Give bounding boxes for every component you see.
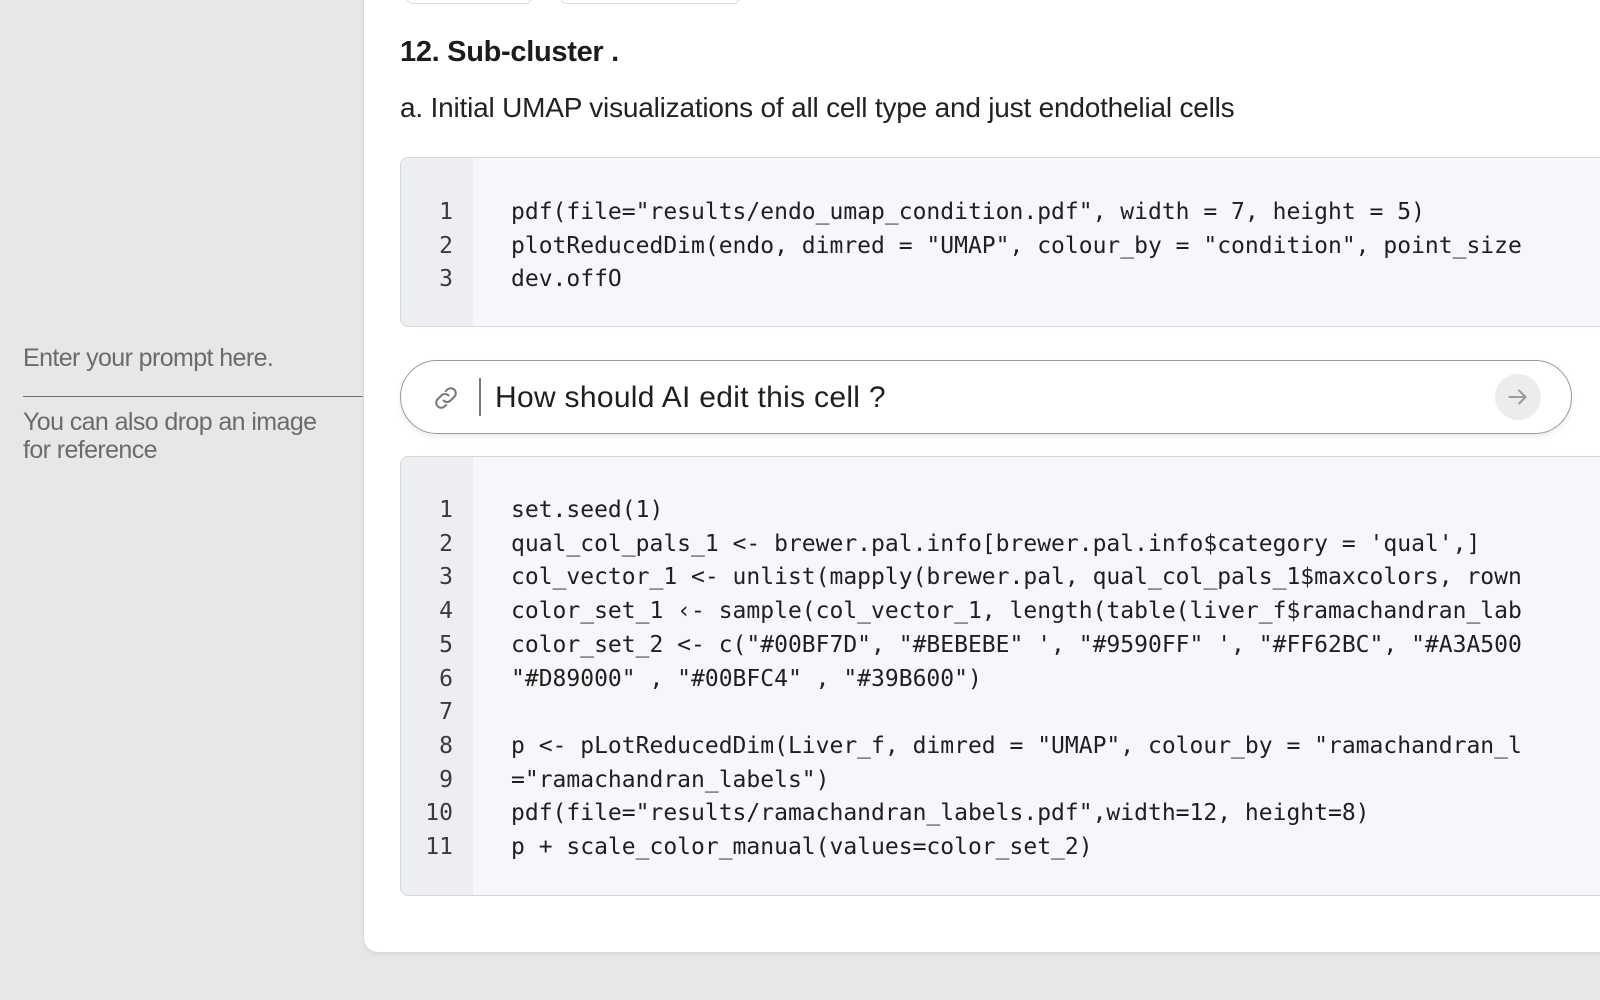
code-text[interactable]: pdf(file="results/ramachandran_labels.pd… <box>511 800 1370 827</box>
line-number: 9 <box>439 766 453 793</box>
code-text[interactable]: "#D89000" , "#00BFC4" , "#39B600") <box>511 665 982 692</box>
line-number-gutter <box>401 158 473 326</box>
line-number: 7 <box>439 699 453 726</box>
code-text[interactable]: ="ramachandran_labels") <box>511 766 830 793</box>
code-text[interactable]: qual_col_pals_1 <- brewer.pal.info[brewe… <box>511 530 1481 557</box>
ai-prompt-bar[interactable] <box>400 360 1572 434</box>
line-number: 10 <box>425 800 453 827</box>
section-heading: 12. Sub-cluster . <box>400 36 619 68</box>
line-number: 5 <box>439 631 453 658</box>
code-cell-1[interactable]: 1 pdf(file="results/endo_umap_condition.p… <box>400 157 1600 327</box>
line-number: 2 <box>439 232 453 259</box>
line-number: 4 <box>439 598 453 625</box>
code-text[interactable]: set.seed(1) <box>511 497 664 523</box>
annotation-hint: You can also drop an image for reference <box>23 408 317 464</box>
annotation-title: Enter your prompt here. <box>23 344 274 372</box>
code-text[interactable]: p <- pLotReducedDim(Liver_f, dimred = "U… <box>511 732 1522 759</box>
code-text[interactable]: dev.offO <box>511 266 622 293</box>
toolbar-pill-2[interactable] <box>560 0 740 4</box>
input-divider <box>479 378 481 416</box>
code-text[interactable]: col_vector_1 <- unlist(mapply(brewer.pal… <box>511 564 1522 591</box>
line-number: 1 <box>439 199 453 225</box>
arrow-right-icon <box>1508 389 1527 405</box>
link-icon[interactable] <box>431 383 461 413</box>
code-text[interactable]: color_set_1 ‹- sample(col_vector_1, leng… <box>511 598 1522 625</box>
code-cell-2[interactable]: 1 set.seed(1) 2 qual_col_pals_1 <- brewer.p… <box>400 456 1600 896</box>
line-number: 3 <box>439 266 453 293</box>
code-text[interactable]: plotReducedDim(endo, dimred = "UMAP", co… <box>511 232 1522 259</box>
code-text[interactable]: pdf(file="results/endo_umap_condition.pd… <box>511 199 1425 225</box>
line-number: 3 <box>439 564 453 591</box>
notebook-panel: 12. Sub-cluster . a. Initial UMAP visual… <box>364 0 1600 952</box>
prompt-input[interactable] <box>493 375 1477 421</box>
line-number: 1 <box>439 497 453 523</box>
code-text[interactable]: color_set_2 <- c("#00BF7D", "#BEBEBE" ',… <box>511 631 1522 658</box>
line-number-gutter <box>401 457 473 895</box>
line-number: 11 <box>425 834 453 860</box>
line-number: 2 <box>439 530 453 557</box>
annotation-pointer-line <box>23 396 377 397</box>
line-number: 8 <box>439 732 453 759</box>
line-number: 6 <box>439 665 453 692</box>
section-subheading: a. Initial UMAP visualizations of all ce… <box>400 92 1235 123</box>
code-text[interactable]: p + scale_color_manual(values=color_set_… <box>511 834 1093 860</box>
toolbar-pill-1[interactable] <box>406 0 532 4</box>
send-button[interactable] <box>1495 374 1541 420</box>
